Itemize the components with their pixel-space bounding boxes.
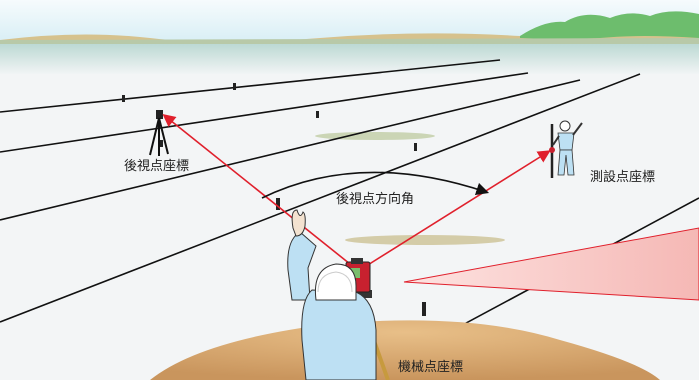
tripod-prism-icon	[149, 110, 169, 156]
instrument-point-label: 機械点座標	[398, 360, 464, 375]
ground-patch	[345, 235, 505, 245]
ground-patch	[315, 132, 435, 140]
setout-line	[362, 150, 551, 269]
horizon-haze	[0, 44, 699, 74]
direction-angle-arc	[261, 171, 490, 199]
surveyor-with-pole-icon	[549, 120, 583, 178]
backsight-point-label: 後視点座標	[124, 159, 190, 174]
setout-point-label: 測設点座標	[590, 170, 656, 185]
backsight-direction-angle-label: 後視点方向角	[336, 192, 415, 207]
lane-lines	[0, 59, 699, 380]
laser-fan	[403, 227, 699, 301]
survey-pegs	[122, 83, 426, 316]
earth-mound	[150, 320, 660, 380]
operator-icon	[287, 209, 377, 380]
backsight-line	[162, 114, 356, 269]
